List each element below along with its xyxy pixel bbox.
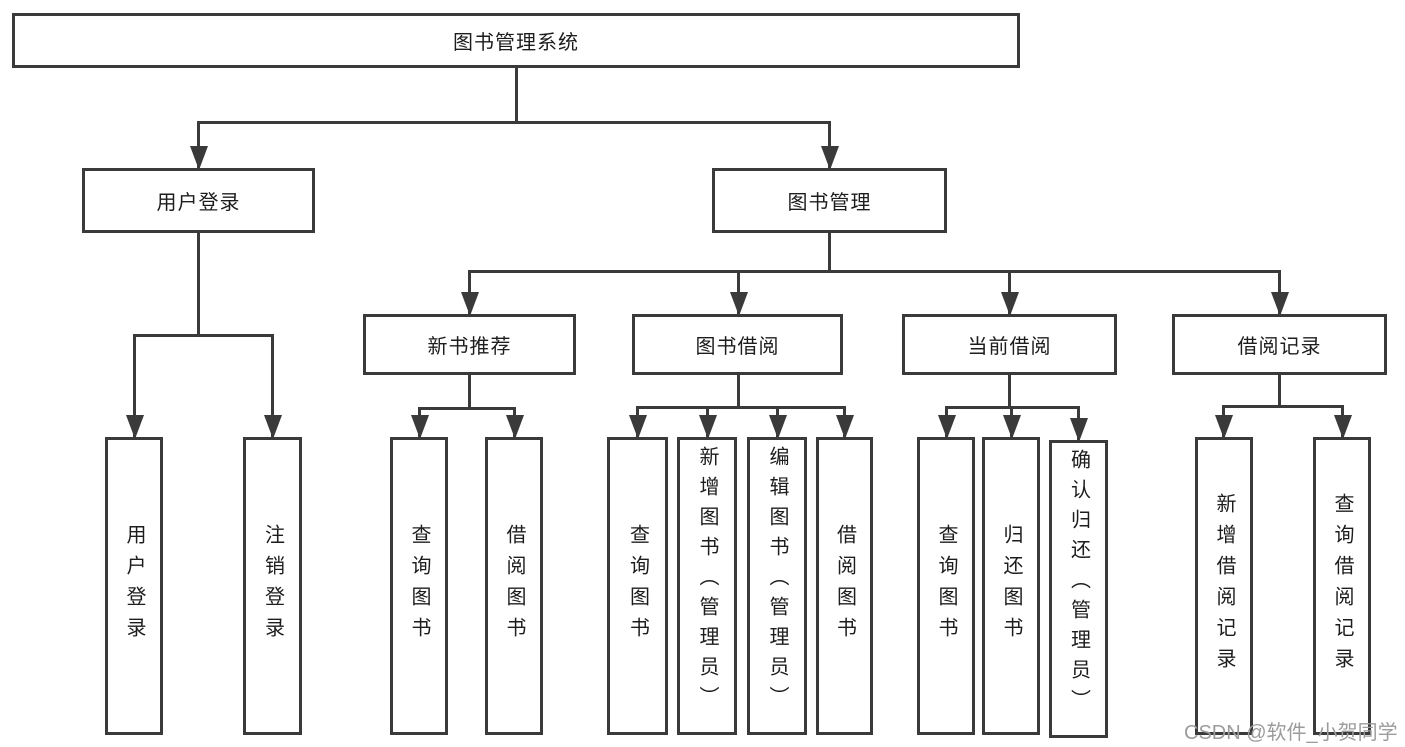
leaf-edit-book-admin: 编辑图书（管理员）	[747, 437, 807, 735]
arrow-to-book-management	[828, 121, 831, 169]
arrow-to-user-login	[197, 121, 200, 169]
leaf-confirm-return-admin: 确认归还（管理员）	[1049, 440, 1108, 738]
node-borrow-records-label: 借阅记录	[1237, 336, 1322, 358]
connector-level1-rail	[197, 121, 831, 124]
arrow-records-add	[1222, 405, 1225, 438]
connector-mgmt-trunk	[828, 233, 831, 273]
node-book-management: 图书管理	[712, 168, 947, 233]
watermark: CSDN @软件_小贺同学	[1184, 722, 1398, 744]
leaf-confirm-return-admin-label: 确认归还（管理员）	[1067, 449, 1090, 719]
node-new-book-recommend-label: 新书推荐	[427, 336, 512, 358]
leaf-recommend-query-books-label: 查询图书	[408, 524, 430, 648]
node-user-login: 用户登录	[82, 168, 315, 233]
leaf-borrow-borrow-books: 借阅图书	[816, 437, 873, 735]
arrow-recommend-query	[418, 407, 421, 438]
node-root: 图书管理系统	[12, 13, 1020, 68]
arrow-borrow-edit	[776, 406, 779, 438]
leaf-add-borrow-record: 新增借阅记录	[1195, 437, 1253, 735]
connector-recommend-rail	[418, 407, 516, 410]
leaf-user-login-label: 用户登录	[123, 524, 145, 648]
connector-root-trunk	[515, 68, 518, 124]
arrow-borrow-add	[706, 406, 709, 438]
leaf-add-borrow-record-label: 新增借阅记录	[1213, 493, 1235, 679]
arrow-to-book-borrow	[737, 270, 740, 315]
arrow-borrow-borrow	[843, 406, 846, 438]
leaf-return-book: 归还图书	[982, 437, 1040, 735]
connector-borrow-trunk	[737, 375, 740, 409]
arrow-borrow-query	[636, 406, 639, 438]
node-user-login-label: 用户登录	[156, 192, 241, 214]
arrow-current-query	[945, 406, 948, 438]
leaf-add-book-admin: 新增图书（管理员）	[677, 437, 737, 735]
arrow-recommend-borrow	[513, 407, 516, 438]
node-current-borrow: 当前借阅	[902, 314, 1117, 375]
leaf-logout-label: 注销登录	[261, 524, 284, 648]
leaf-borrow-query-books: 查询图书	[607, 437, 668, 735]
leaf-query-borrow-record-label: 查询借阅记录	[1331, 493, 1353, 679]
arrow-to-leaf-logout	[271, 334, 274, 438]
leaf-return-book-label: 归还图书	[1000, 524, 1022, 648]
arrow-to-borrow-records	[1278, 270, 1281, 315]
leaf-recommend-borrow-books: 借阅图书	[485, 437, 543, 735]
leaf-borrow-borrow-books-label: 借阅图书	[833, 524, 856, 648]
leaf-user-login: 用户登录	[105, 437, 163, 735]
leaf-recommend-borrow-books-label: 借阅图书	[503, 524, 525, 648]
node-root-label: 图书管理系统	[453, 32, 579, 54]
node-borrow-records: 借阅记录	[1172, 314, 1387, 375]
node-book-borrow-label: 图书借阅	[695, 336, 780, 358]
arrow-to-leaf-user-login	[133, 334, 136, 438]
arrow-records-query	[1341, 405, 1344, 438]
leaf-borrow-query-books-label: 查询图书	[626, 524, 649, 648]
leaf-current-query-books-label: 查询图书	[935, 524, 957, 648]
arrow-current-confirm	[1077, 406, 1080, 441]
node-book-borrow: 图书借阅	[632, 314, 843, 375]
node-new-book-recommend: 新书推荐	[363, 314, 576, 375]
leaf-add-book-admin-label: 新增图书（管理员）	[696, 446, 718, 716]
connector-current-trunk	[1008, 375, 1011, 409]
connector-user-trunk	[197, 233, 200, 337]
arrow-to-current-borrow	[1008, 270, 1011, 315]
connector-borrow-rail	[636, 406, 846, 409]
arrow-current-return	[1010, 406, 1013, 438]
leaf-query-borrow-record: 查询借阅记录	[1313, 437, 1371, 735]
connector-recommend-trunk	[468, 375, 471, 410]
connector-records-rail	[1222, 405, 1344, 408]
arrow-to-new-book-recommend	[468, 270, 471, 315]
leaf-recommend-query-books: 查询图书	[390, 437, 448, 735]
leaf-edit-book-admin-label: 编辑图书（管理员）	[766, 446, 788, 716]
node-book-management-label: 图书管理	[787, 192, 872, 214]
leaf-logout: 注销登录	[243, 437, 302, 735]
connector-level3-rail	[468, 270, 1281, 273]
connector-user-rail	[133, 334, 274, 337]
connector-records-trunk	[1278, 375, 1281, 408]
node-current-borrow-label: 当前借阅	[967, 336, 1052, 358]
leaf-current-query-books: 查询图书	[917, 437, 975, 735]
